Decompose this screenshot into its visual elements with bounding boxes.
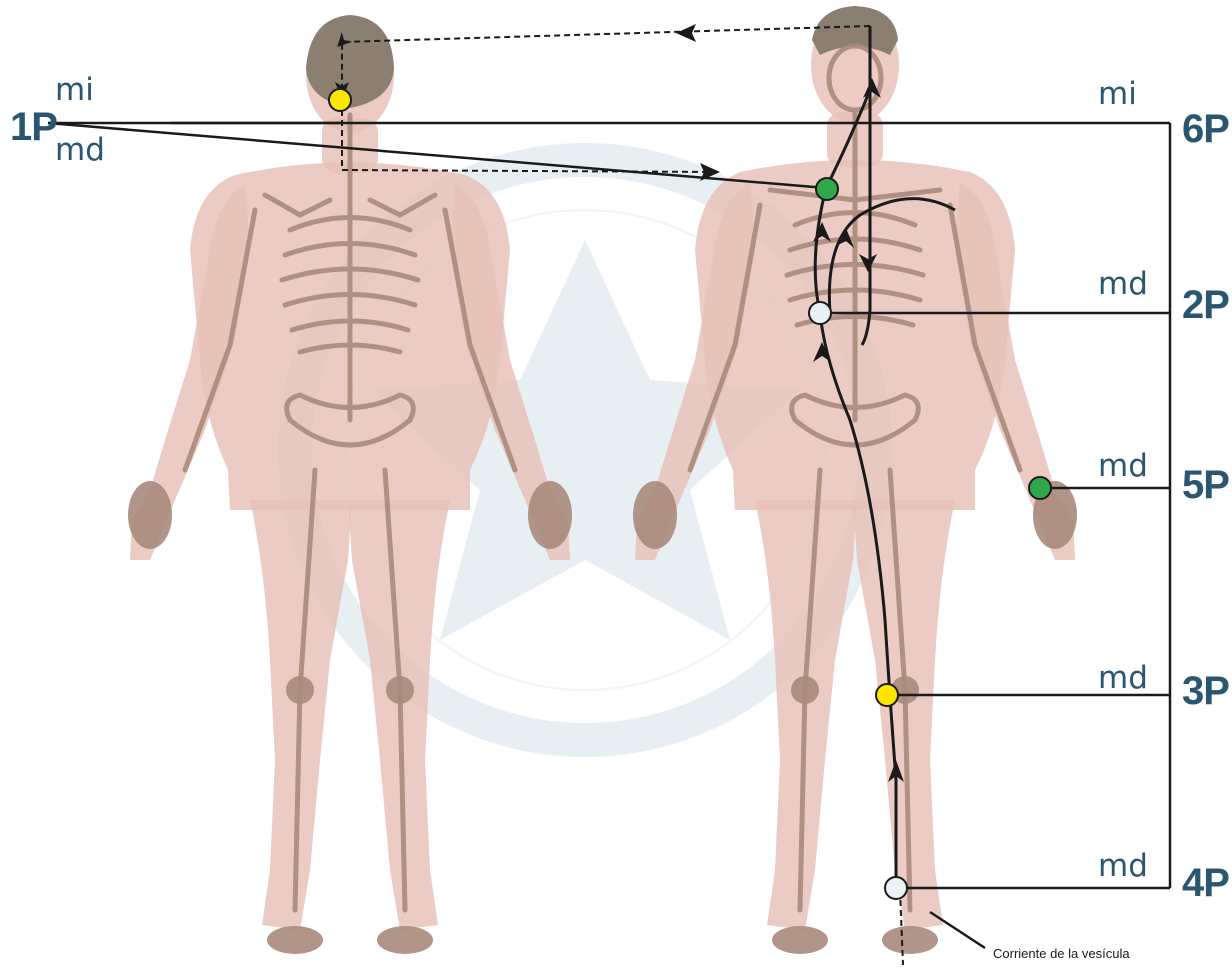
arrow-left-icon (676, 24, 696, 42)
label-1p-mi: mi (55, 72, 94, 108)
label-4p-side: md (1098, 848, 1148, 884)
point-hand-green (1029, 477, 1051, 499)
label-1p: 1P (10, 105, 57, 149)
caption-gallbladder-meridian: Corriente de la vesícula (993, 946, 1130, 961)
label-6p-side: mi (1098, 76, 1137, 112)
point-foot-white (885, 877, 907, 899)
label-6p: 6P (1182, 107, 1229, 151)
label-4p: 4P (1182, 861, 1229, 905)
label-3p: 3P (1182, 669, 1229, 713)
point-abdomen-white (809, 302, 831, 324)
dashed-path-top (342, 26, 870, 95)
label-5p-side: md (1098, 448, 1148, 484)
point-knee-yellow (876, 684, 898, 706)
caption-pointer-line (930, 912, 985, 948)
label-3p-side: md (1098, 660, 1148, 696)
label-1p-md: md (55, 132, 105, 168)
label-2p: 2P (1182, 283, 1229, 327)
point-chest-green (816, 178, 838, 200)
point-head-yellow (329, 89, 351, 111)
label-5p: 5P (1182, 463, 1229, 507)
label-2p-side: md (1098, 266, 1148, 302)
